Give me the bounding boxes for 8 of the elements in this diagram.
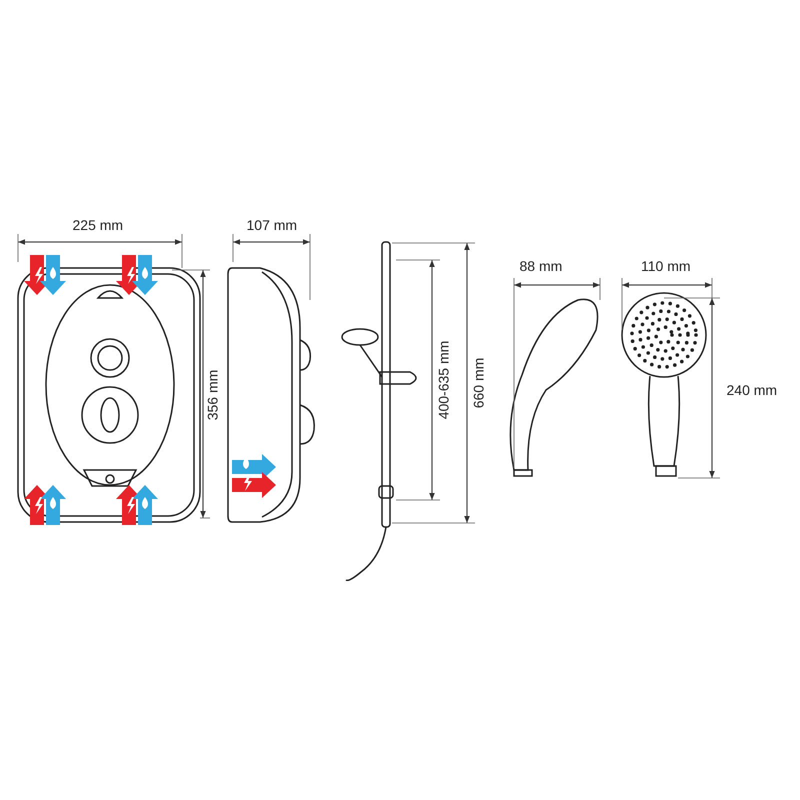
- dimension-label: 110 mm: [641, 258, 691, 274]
- dimension-label: 240 mm: [726, 382, 778, 398]
- dimension-label: 400-635 mm: [434, 340, 451, 420]
- dimension-label: 660 mm: [470, 358, 486, 408]
- dimension-label: 356 mm: [204, 370, 220, 420]
- dimension-label: 88 mm: [520, 258, 562, 274]
- dimension-label: 107 mm: [246, 217, 298, 233]
- dimension-label: 225 mm: [72, 217, 124, 233]
